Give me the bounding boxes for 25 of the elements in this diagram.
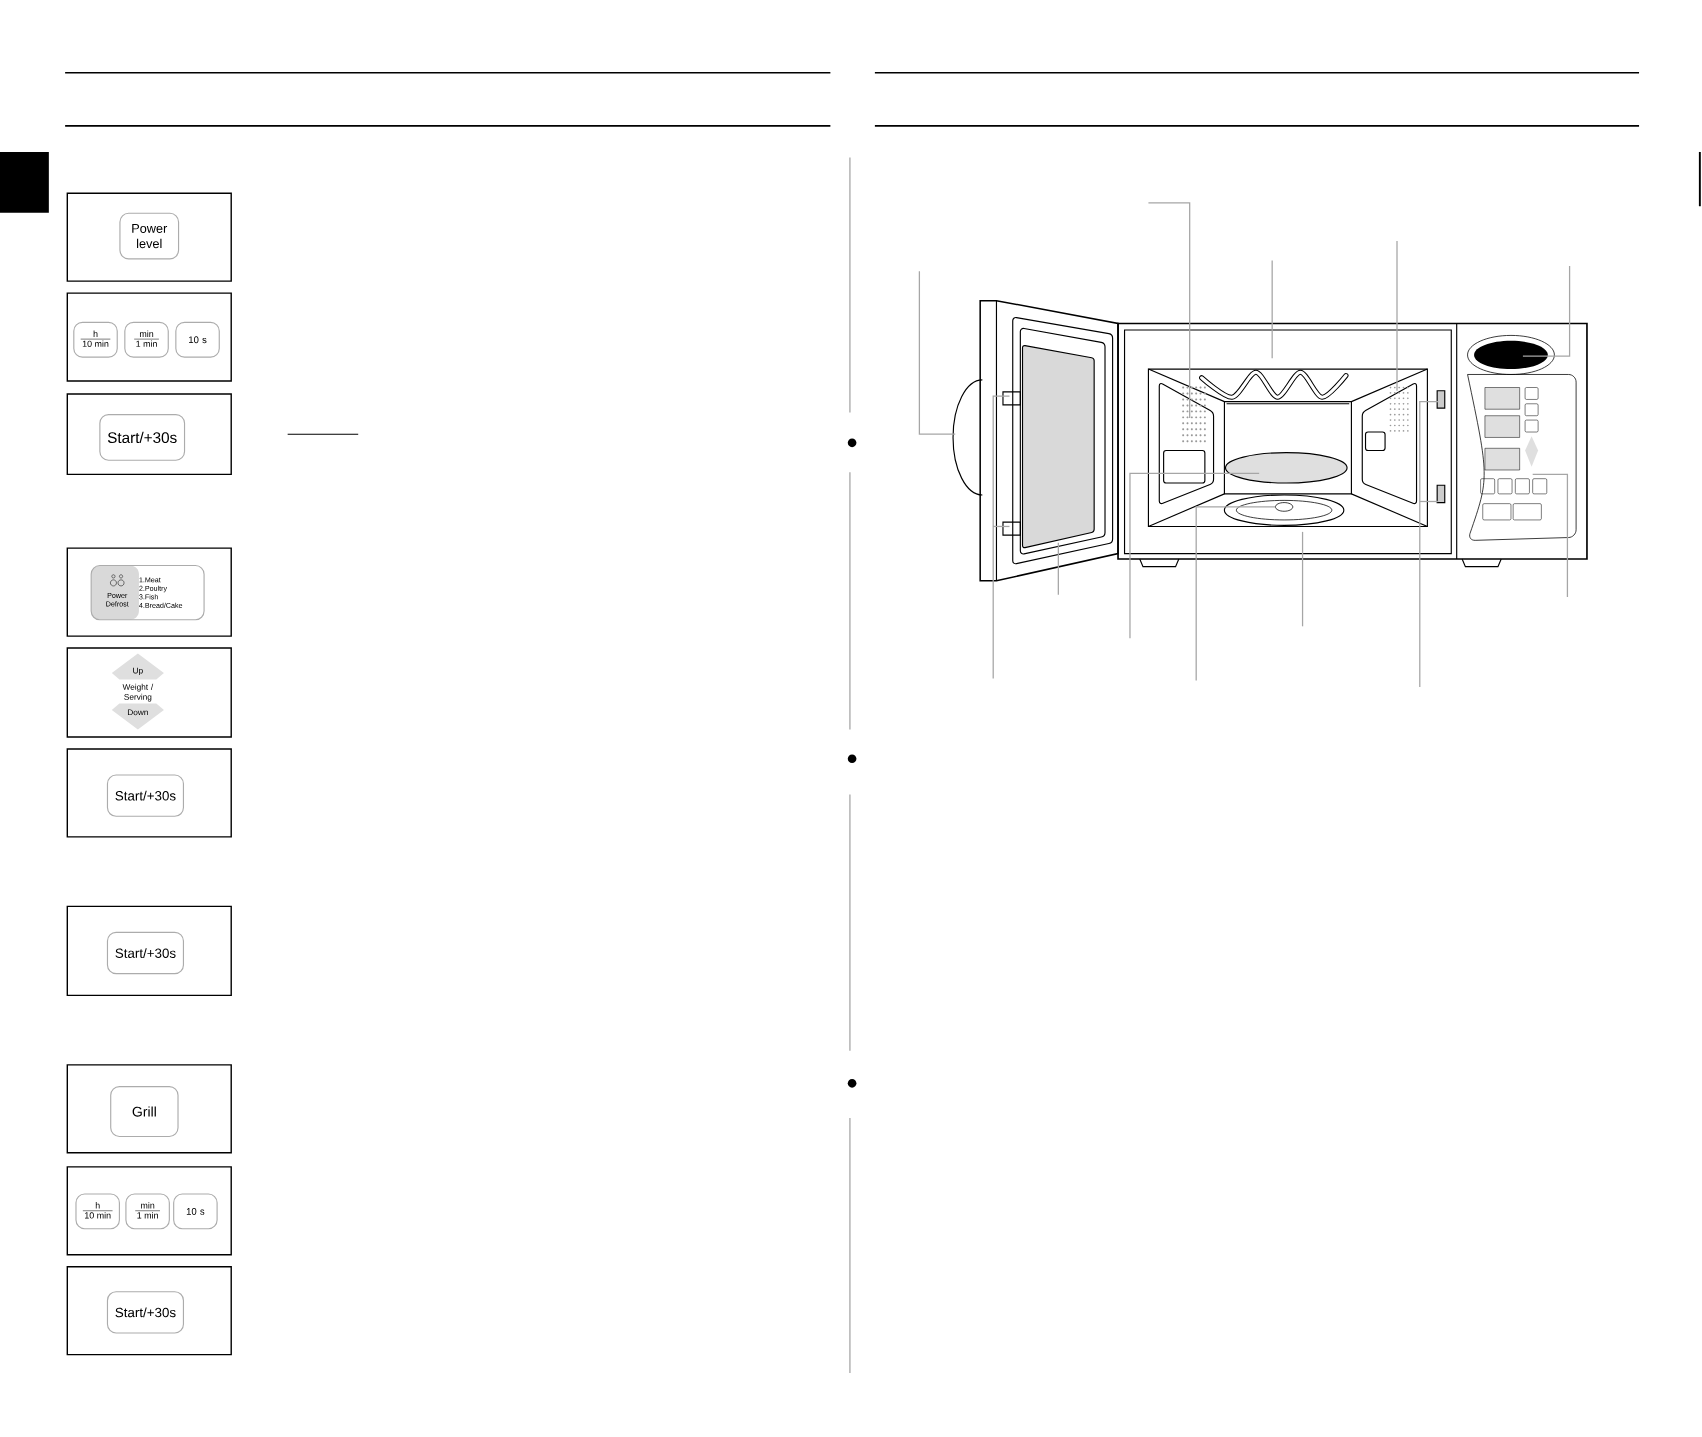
key-button: Start/+30s (106, 774, 184, 817)
key-button: 10 s (175, 321, 220, 358)
time-key-button: min 1 min (124, 321, 169, 358)
weight-up-down-key: Up Weight / Serving Down (111, 653, 164, 730)
key-button: Start/+30s (99, 414, 186, 461)
time-key-button: h 10 min (73, 321, 118, 358)
illustration-frame (66, 1064, 232, 1154)
illustration-frame (66, 905, 232, 996)
key-button: 10 s (173, 1193, 218, 1230)
illustration-frame (66, 1266, 232, 1356)
key-button: Grill (110, 1085, 179, 1137)
illustration-frame (66, 192, 232, 282)
key-button: Start/+30s (106, 931, 184, 975)
illustration-frame (66, 547, 232, 637)
key-button: Start/+30s (106, 1291, 184, 1334)
node-label: Down (127, 709, 148, 716)
illustration-frame (66, 393, 232, 475)
illustration-frame (66, 1166, 232, 1256)
time-key-button: h 10 min (75, 1193, 120, 1230)
illustration-frame (66, 647, 232, 738)
illustration-frame (66, 292, 232, 382)
illustration-frame (66, 748, 232, 838)
node-label: Weight / Serving (122, 683, 154, 702)
time-key-button: min 1 min (125, 1193, 170, 1230)
key-button: Power level (119, 212, 180, 260)
